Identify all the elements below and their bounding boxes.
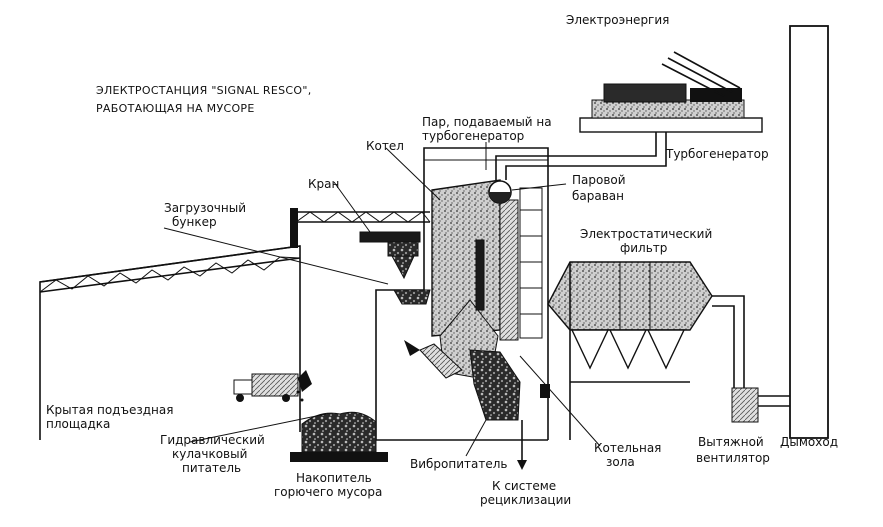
label-ash-line1: Котельная	[594, 441, 661, 455]
steam-pipe	[495, 118, 667, 180]
label-recycle-line2: рециклизации	[480, 493, 571, 507]
label-crane: Кран	[308, 177, 339, 191]
turbogenerator	[579, 51, 763, 133]
label-feeder-line3: питатель	[182, 461, 241, 475]
label-feeder-line2: кулачковый	[172, 447, 247, 461]
covered-ramp	[39, 245, 301, 440]
label-esp-line2: фильтр	[620, 241, 667, 255]
electrostatic-precipitator	[547, 261, 713, 440]
garbage-truck	[233, 370, 312, 402]
label-hopper-line2: бункер	[172, 215, 217, 229]
label-hopper-line1: Загрузочный	[164, 201, 246, 215]
feed-hopper	[393, 289, 550, 421]
label-drum-line1: Паровой	[572, 173, 626, 187]
chimney	[789, 25, 829, 439]
label-ramp-line2: площадка	[46, 417, 110, 431]
label-fan-line1: Вытяжной	[698, 435, 764, 449]
label-boiler: Котел	[366, 139, 404, 153]
label-recycle-line1: К системе	[492, 479, 556, 493]
label-vibro-feeder: Вибропитатель	[410, 457, 508, 471]
label-chimney: Дымоход	[780, 435, 838, 449]
diagram-title-line2: РАБОТАЮЩАЯ НА МУСОРЕ	[96, 102, 255, 115]
label-fan-line2: вентилятор	[696, 451, 770, 465]
label-feeder-line1: Гидравлический	[160, 433, 265, 447]
label-ramp-line1: Крытая подъездная	[46, 403, 173, 417]
label-electricity: Электроэнергия	[566, 13, 669, 27]
boiler	[431, 179, 543, 381]
diagram-title-line1: ЭЛЕКТРОСТАНЦИЯ "SIGNAL RESCO",	[96, 84, 312, 97]
refuse-storage-pit	[290, 411, 388, 462]
label-steam-line1: Пар, подаваемый на	[422, 115, 552, 129]
recycling-arrow	[517, 420, 527, 470]
label-storage-line1: Накопитель	[296, 471, 372, 485]
label-ash-line2: зола	[606, 455, 635, 469]
label-storage-line2: горючего мусора	[274, 485, 382, 499]
label-esp-line1: Электростатический	[580, 227, 712, 241]
flue-duct	[712, 295, 790, 423]
steam-drum	[488, 180, 512, 204]
leader-lines	[163, 142, 601, 457]
label-drum-line2: бараван	[572, 189, 624, 203]
label-steam-line2: турбогенератор	[422, 129, 524, 143]
label-turbogenerator: Турбогенератор	[665, 147, 769, 161]
